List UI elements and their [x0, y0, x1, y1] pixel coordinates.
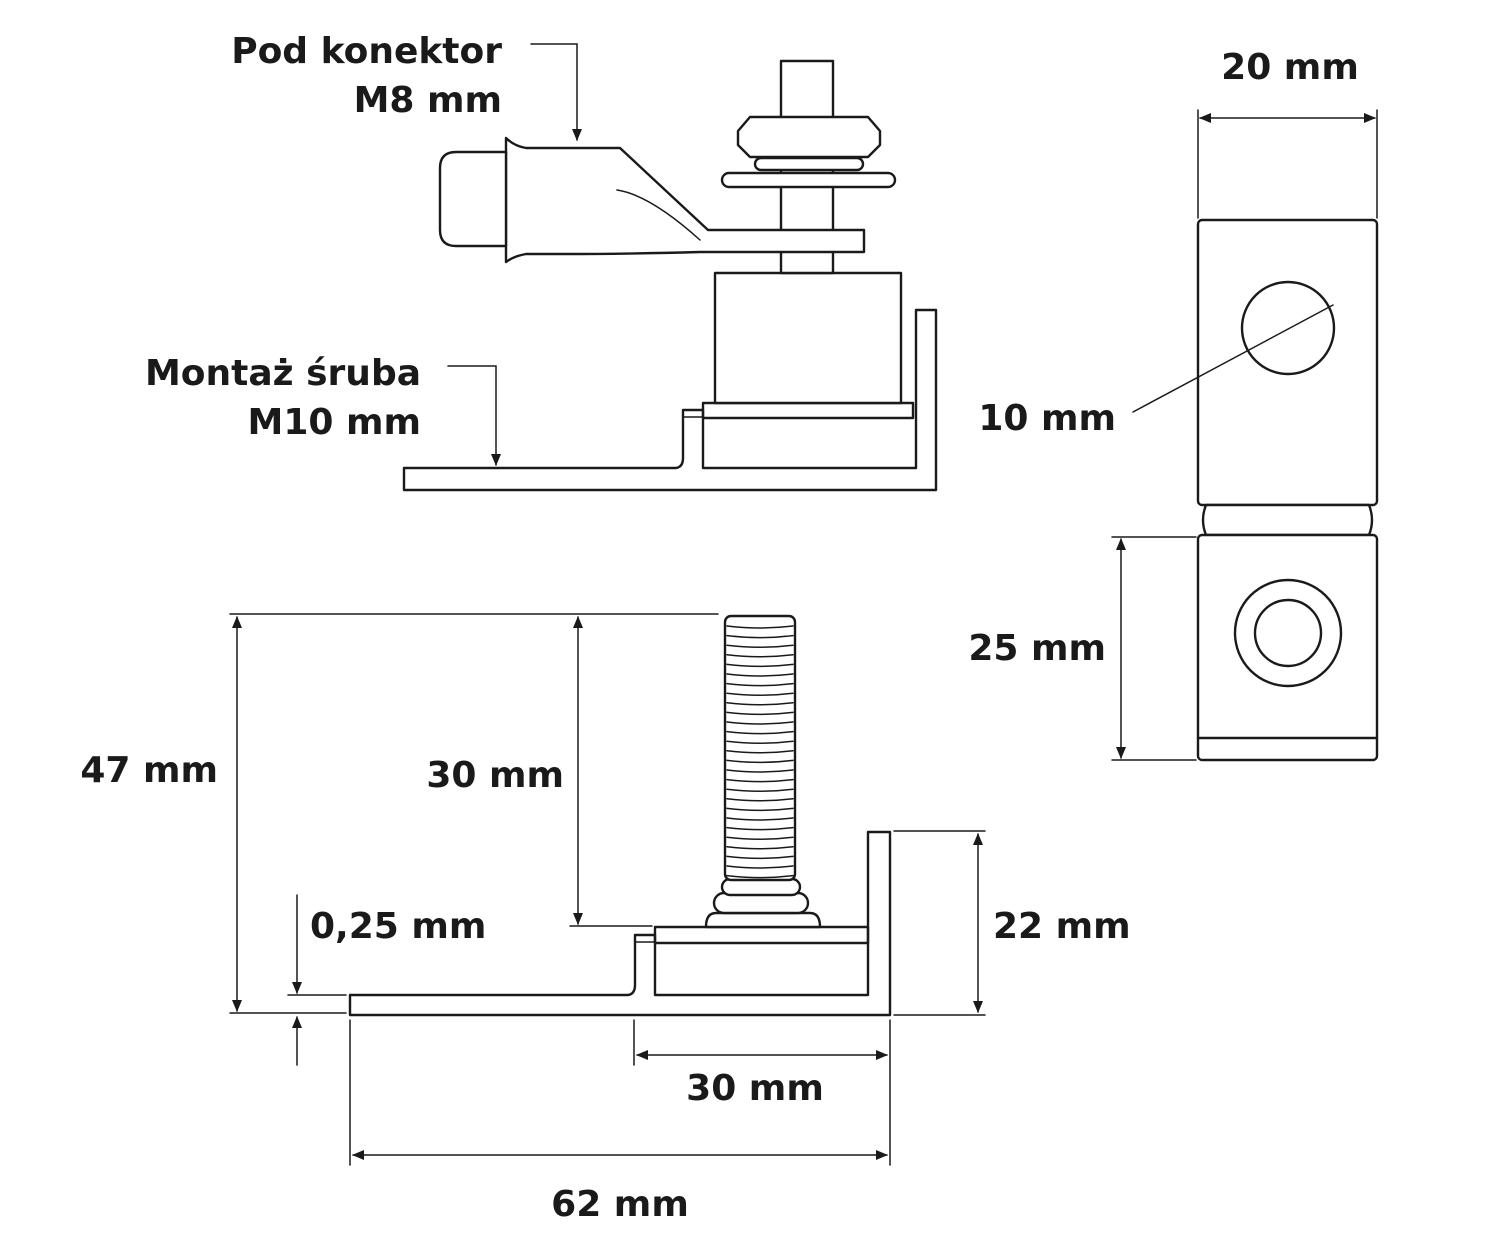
step-length-label: 30 mm [686, 1068, 824, 1109]
hole-diameter-label: 10 mm [978, 398, 1116, 439]
mount-label-line2: M10 mm [248, 402, 421, 443]
step-plate [701, 401, 915, 420]
bolt-length-label: 30 mm [426, 755, 564, 796]
width-top-label: 20 mm [1221, 47, 1359, 88]
bolt-threads [726, 625, 794, 879]
bolt-washer-inner [1253, 598, 1323, 668]
total-height-label: 47 mm [80, 750, 218, 791]
connector-boot [438, 150, 508, 248]
stud-hole [1240, 280, 1336, 376]
side-view-assembly [402, 59, 938, 492]
block-height-label: 25 mm [968, 628, 1106, 669]
connector-label-line1: Pod konektor [231, 31, 502, 72]
neck [1201, 503, 1374, 537]
washer [720, 171, 897, 189]
bolt-washer-bottom [704, 911, 822, 929]
top-view [1196, 218, 1379, 762]
mount-leader [447, 365, 501, 466]
standoff-block [713, 271, 903, 405]
bracket [348, 830, 892, 1017]
connector-label-line2: M8 mm [354, 80, 502, 121]
thickness-label: 0,25 mm [310, 906, 486, 947]
hex-nut [736, 115, 882, 159]
spring-washer [753, 156, 865, 172]
hole-leader [1132, 304, 1334, 413]
total-length-label: 62 mm [551, 1184, 689, 1225]
connector-leader [530, 43, 582, 141]
bracket-step [653, 925, 870, 945]
base-plate [402, 308, 938, 492]
mount-label-line1: Montaż śruba [145, 353, 421, 394]
bracket-height-label: 22 mm [993, 906, 1131, 947]
threaded-bolt [723, 614, 797, 882]
bolt-lock-washer [720, 877, 802, 897]
ring-lug [504, 136, 866, 264]
front-view [348, 614, 892, 1017]
